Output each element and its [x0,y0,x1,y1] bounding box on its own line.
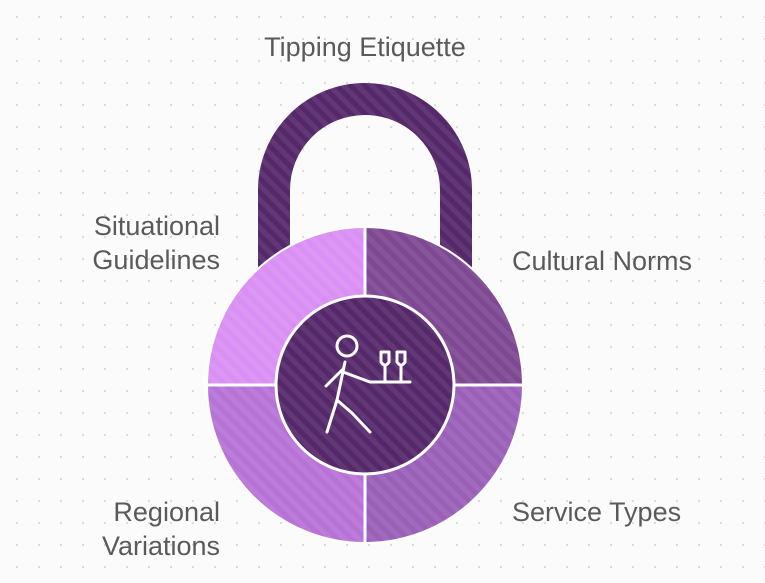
label-regional-variations: Regional Variations [101,497,220,561]
label-service-types: Service Types [512,497,682,527]
waiter-with-glasses-icon [324,334,412,434]
label-situational-guidelines: Situational Guidelines [92,211,220,275]
label-cultural-norms: Cultural Norms [512,246,693,276]
diagram-title: Tipping Etiquette [264,32,466,62]
